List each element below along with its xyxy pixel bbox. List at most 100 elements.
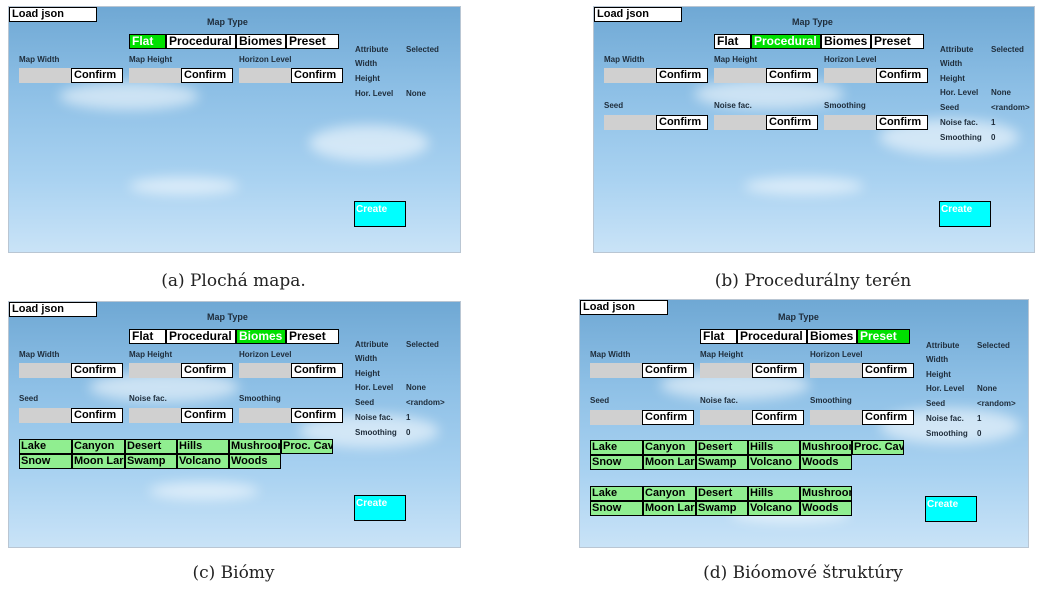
structure-canyon-button[interactable]: Canyon xyxy=(643,486,696,501)
horizon-level-confirm-button[interactable]: Confirm xyxy=(291,68,343,83)
horizon-level-input[interactable] xyxy=(824,68,877,83)
seed-confirm-button[interactable]: Confirm xyxy=(642,410,694,425)
map-height-confirm-button[interactable]: Confirm xyxy=(766,68,818,83)
load-json-button[interactable]: Load json xyxy=(594,7,682,22)
horizon-level-input[interactable] xyxy=(810,363,863,378)
smoothing-input[interactable] xyxy=(810,410,863,425)
load-json-button[interactable]: Load json xyxy=(580,300,668,315)
smoothing-confirm-button[interactable]: Confirm xyxy=(876,115,928,130)
biome-snow-button[interactable]: Snow xyxy=(19,454,72,469)
structure-desert-button[interactable]: Desert xyxy=(696,486,748,501)
biome-swamp-button[interactable]: Swamp xyxy=(125,454,177,469)
tab-preset[interactable]: Preset xyxy=(857,329,910,344)
tab-procedural[interactable]: Procedural xyxy=(166,329,236,344)
tab-flat[interactable]: Flat xyxy=(129,34,166,49)
smoothing-input[interactable] xyxy=(824,115,877,130)
tab-flat[interactable]: Flat xyxy=(129,329,166,344)
structure-mushroom-button[interactable]: Mushroom xyxy=(800,486,852,501)
load-json-button[interactable]: Load json xyxy=(9,302,97,317)
smoothing-confirm-button[interactable]: Confirm xyxy=(862,410,914,425)
map-width-confirm-button[interactable]: Confirm xyxy=(656,68,708,83)
biome-canyon-button[interactable]: Canyon xyxy=(72,439,125,454)
biome-desert-button[interactable]: Desert xyxy=(125,439,177,454)
noise-fac-confirm-button[interactable]: Confirm xyxy=(181,408,233,423)
attribute-header: Attribute xyxy=(355,340,389,349)
biome-desert-button[interactable]: Desert xyxy=(696,440,748,455)
horizon-level-input[interactable] xyxy=(239,68,292,83)
tab-biomes[interactable]: Biomes xyxy=(236,34,286,49)
map-width-confirm-button[interactable]: Confirm xyxy=(642,363,694,378)
map-height-confirm-button[interactable]: Confirm xyxy=(752,363,804,378)
map-height-confirm-button[interactable]: Confirm xyxy=(181,68,233,83)
tab-biomes[interactable]: Biomes xyxy=(807,329,857,344)
map-height-confirm-button[interactable]: Confirm xyxy=(181,363,233,378)
biome-mushroom-button[interactable]: Mushroom xyxy=(229,439,281,454)
structure-snow-button[interactable]: Snow xyxy=(590,501,643,516)
create-button[interactable]: Create xyxy=(354,495,406,521)
map-height-input[interactable] xyxy=(700,363,753,378)
structure-hills-button[interactable]: Hills xyxy=(748,486,800,501)
map-height-input[interactable] xyxy=(129,68,182,83)
create-button[interactable]: Create xyxy=(939,201,991,227)
biome-hills-button[interactable]: Hills xyxy=(748,440,800,455)
map-height-input[interactable] xyxy=(129,363,182,378)
map-width-input[interactable] xyxy=(590,363,643,378)
biome-volcano-button[interactable]: Volcano xyxy=(177,454,229,469)
seed-input[interactable] xyxy=(590,410,643,425)
biome-proc-caves-button[interactable]: Proc. Caves xyxy=(281,439,333,454)
map-width-label: Map Width xyxy=(19,55,60,64)
seed-input[interactable] xyxy=(604,115,657,130)
seed-confirm-button[interactable]: Confirm xyxy=(656,115,708,130)
biome-woods-button[interactable]: Woods xyxy=(229,454,281,469)
horizon-level-confirm-button[interactable]: Confirm xyxy=(862,363,914,378)
tab-procedural[interactable]: Procedural xyxy=(737,329,807,344)
noise-fac-input[interactable] xyxy=(700,410,753,425)
map-height-input[interactable] xyxy=(714,68,767,83)
structure-moon-land-button[interactable]: Moon Lar xyxy=(643,501,696,516)
seed-input[interactable] xyxy=(19,408,72,423)
tab-biomes[interactable]: Biomes xyxy=(821,34,871,49)
tab-preset[interactable]: Preset xyxy=(286,34,339,49)
map-width-confirm-button[interactable]: Confirm xyxy=(71,68,123,83)
tab-preset[interactable]: Preset xyxy=(871,34,924,49)
seed-confirm-button[interactable]: Confirm xyxy=(71,408,123,423)
structure-volcano-button[interactable]: Volcano xyxy=(748,501,800,516)
structure-swamp-button[interactable]: Swamp xyxy=(696,501,748,516)
structure-lake-button[interactable]: Lake xyxy=(590,486,643,501)
tab-procedural[interactable]: Procedural xyxy=(166,34,236,49)
tab-biomes[interactable]: Biomes xyxy=(236,329,286,344)
tab-procedural[interactable]: Procedural xyxy=(751,34,821,49)
biome-swamp-button[interactable]: Swamp xyxy=(696,455,748,470)
create-button[interactable]: Create xyxy=(354,201,406,227)
noise-fac-confirm-button[interactable]: Confirm xyxy=(752,410,804,425)
horizon-level-confirm-button[interactable]: Confirm xyxy=(291,363,343,378)
biome-moon-land-button[interactable]: Moon Lar xyxy=(643,455,696,470)
biome-canyon-button[interactable]: Canyon xyxy=(643,440,696,455)
map-width-confirm-button[interactable]: Confirm xyxy=(71,363,123,378)
horizon-level-confirm-button[interactable]: Confirm xyxy=(876,68,928,83)
biome-hills-button[interactable]: Hills xyxy=(177,439,229,454)
smoothing-input[interactable] xyxy=(239,408,292,423)
smoothing-confirm-button[interactable]: Confirm xyxy=(291,408,343,423)
biome-snow-button[interactable]: Snow xyxy=(590,455,643,470)
biome-proc-caves-button[interactable]: Proc. Caves xyxy=(852,440,904,455)
map-width-input[interactable] xyxy=(19,68,72,83)
structure-woods-button[interactable]: Woods xyxy=(800,501,852,516)
tab-flat[interactable]: Flat xyxy=(714,34,751,49)
map-width-input[interactable] xyxy=(19,363,72,378)
biome-woods-button[interactable]: Woods xyxy=(800,455,852,470)
load-json-button[interactable]: Load json xyxy=(9,7,97,22)
tab-flat[interactable]: Flat xyxy=(700,329,737,344)
create-button[interactable]: Create xyxy=(925,496,977,522)
tab-preset[interactable]: Preset xyxy=(286,329,339,344)
biome-lake-button[interactable]: Lake xyxy=(590,440,643,455)
noise-fac-confirm-button[interactable]: Confirm xyxy=(766,115,818,130)
biome-moon-land-button[interactable]: Moon Lar xyxy=(72,454,125,469)
noise-fac-input[interactable] xyxy=(714,115,767,130)
biome-mushroom-button[interactable]: Mushroom xyxy=(800,440,852,455)
noise-fac-input[interactable] xyxy=(129,408,182,423)
map-width-input[interactable] xyxy=(604,68,657,83)
biome-lake-button[interactable]: Lake xyxy=(19,439,72,454)
horizon-level-input[interactable] xyxy=(239,363,292,378)
biome-volcano-button[interactable]: Volcano xyxy=(748,455,800,470)
